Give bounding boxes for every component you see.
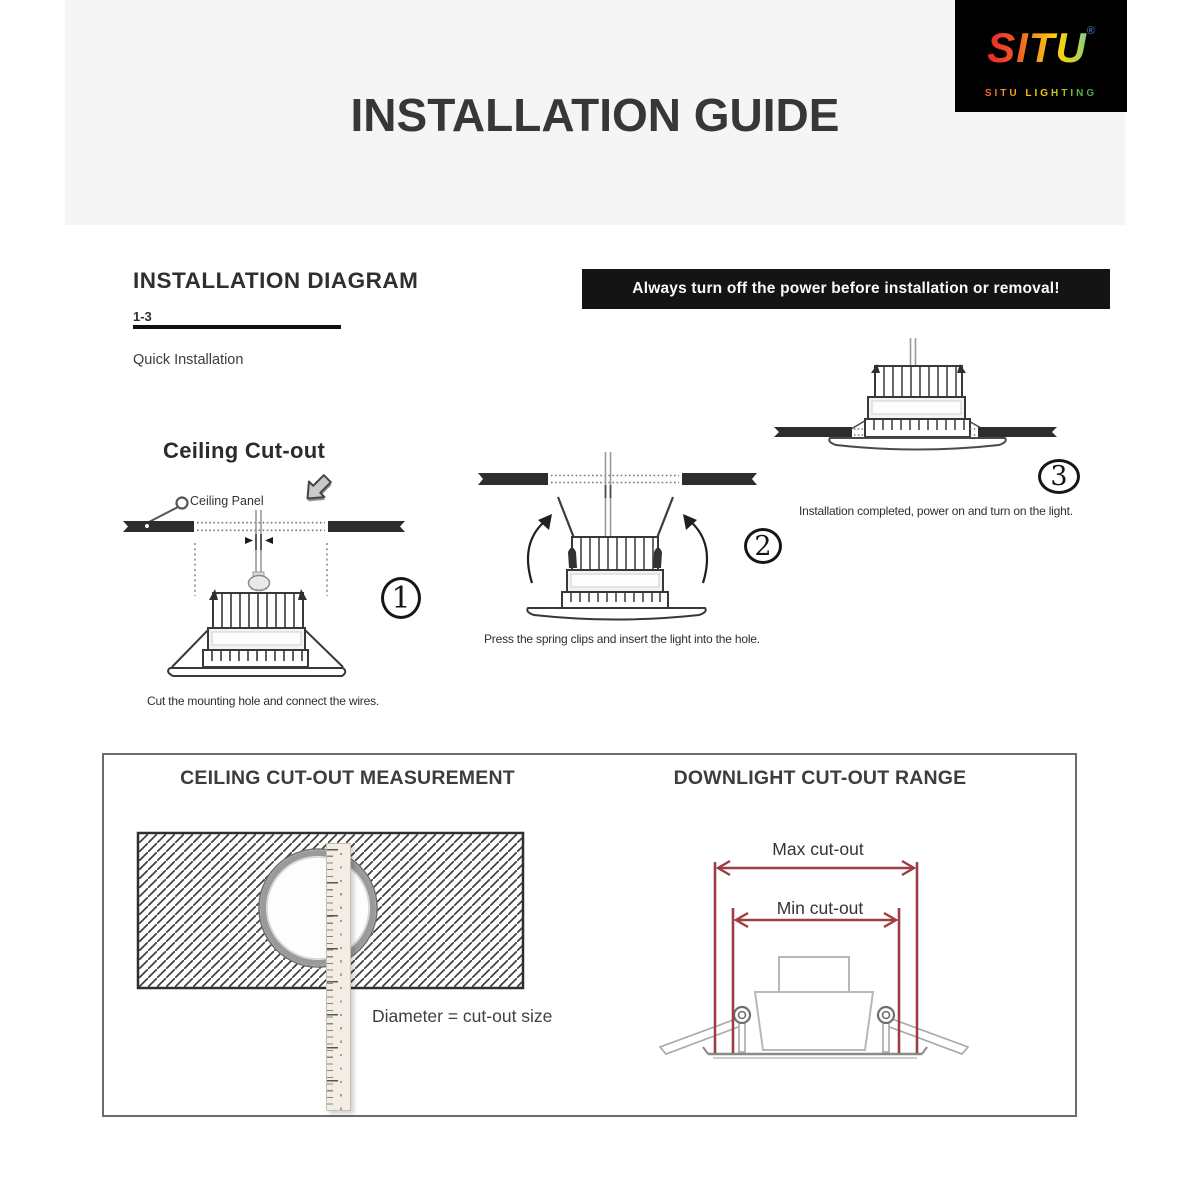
section-subheading: Quick Installation: [133, 352, 244, 368]
down-left-arrow-icon: [306, 474, 332, 502]
step1-caption: Cut the mounting hole and connect the wi…: [147, 694, 380, 708]
step1-diagram: [123, 474, 405, 677]
step3-caption: Installation completed, power on and tur…: [799, 504, 1073, 518]
ruler: [326, 843, 351, 1111]
min-cutout-label: Min cut-out: [776, 898, 864, 918]
step-number-2: 2: [744, 528, 782, 564]
step3-diagram: [774, 338, 1057, 451]
warning-text: Always turn off the power before install…: [632, 280, 1060, 297]
range-underline: [133, 325, 341, 329]
logo-brand-row: SITU®: [955, 24, 1127, 72]
warning-banner: Always turn off the power before install…: [582, 269, 1110, 309]
logo-brand-text: SITU: [987, 24, 1087, 71]
max-cutout-label: Max cut-out: [772, 839, 864, 859]
downlight-range-heading: DOWNLIGHT CUT-OUT RANGE: [673, 767, 967, 789]
step-number-1: 1: [381, 577, 421, 619]
header-band: [65, 0, 1125, 225]
downlight-range-diagram: [658, 859, 970, 1059]
step-number-3: 3: [1038, 459, 1080, 494]
brand-logo: SITU® SITU LIGHTING: [955, 0, 1127, 112]
section-heading: INSTALLATION DIAGRAM: [133, 268, 419, 293]
step2-caption: Press the spring clips and insert the li…: [484, 632, 760, 646]
page-title: INSTALLATION GUIDE: [350, 89, 840, 141]
ceiling-cutout-heading: CEILING CUT-OUT MEASUREMENT: [180, 767, 515, 789]
step1-title: Ceiling Cut-out: [163, 438, 326, 463]
step-range: 1-3: [133, 309, 152, 324]
registered-trademark-icon: ®: [1086, 25, 1095, 37]
diameter-note: Diameter = cut-out size: [372, 1006, 553, 1026]
ceiling-panel-callout: Ceiling Panel: [190, 494, 264, 508]
logo-subtitle: SITU LIGHTING: [955, 88, 1127, 99]
step2-diagram: [478, 452, 757, 621]
